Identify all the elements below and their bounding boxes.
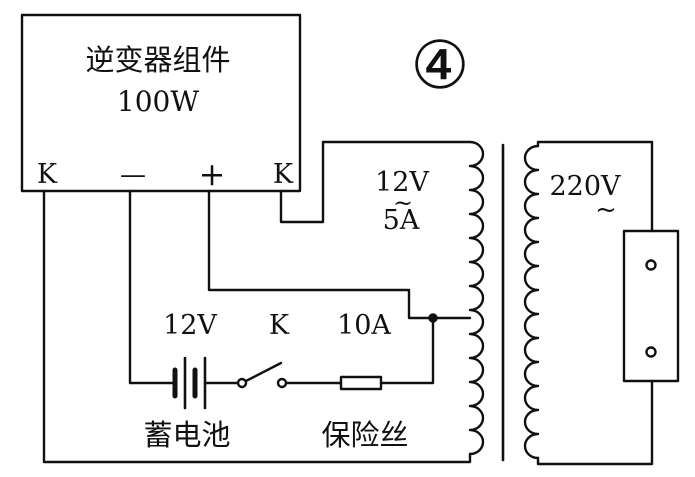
primary-current-label: 5A (383, 205, 420, 236)
wire-plus-to-tap (207, 189, 472, 320)
battery-voltage-label: 12V (163, 310, 217, 341)
secondary-coil (523, 144, 540, 460)
primary-ac-mark: ~ (393, 189, 413, 217)
wire-battery-to-minus (128, 189, 177, 385)
fuse-symbol (339, 375, 383, 391)
terminal-plus: + (199, 155, 226, 193)
fuse-label: 保险丝 (321, 418, 408, 452)
switch-contact-right (276, 377, 288, 389)
terminal-k-left: K (37, 159, 58, 190)
figure-number: ④ (410, 27, 469, 104)
secondary-voltage-label: 220V (549, 171, 621, 202)
terminal-minus: — (120, 160, 146, 190)
switch-label: K (269, 310, 290, 341)
socket-outlet (622, 229, 680, 383)
wire-tap-to-fuse (379, 316, 435, 385)
primary-coil (468, 140, 485, 456)
fuse-rating-label: 10A (337, 310, 391, 341)
wire-secondary-bottom (536, 379, 654, 466)
socket-hole-top (645, 259, 657, 271)
wire-secondary-top (536, 140, 654, 233)
inverter-power: 100W (117, 85, 199, 118)
inverter-title: 逆变器组件 (85, 43, 230, 77)
primary-voltage-label: 12V (375, 167, 429, 198)
battery-label: 蓄电池 (143, 418, 230, 452)
switch-blade (244, 361, 283, 383)
battery-symbol (172, 356, 207, 410)
wire-primary-bottom-to-k (42, 189, 472, 464)
inverter-box (20, 13, 302, 193)
wire-k-to-primary-top (279, 140, 472, 224)
socket-hole-bottom (645, 346, 657, 358)
terminal-k-right: K (273, 159, 294, 190)
secondary-ac-mark: ~ (595, 195, 617, 225)
